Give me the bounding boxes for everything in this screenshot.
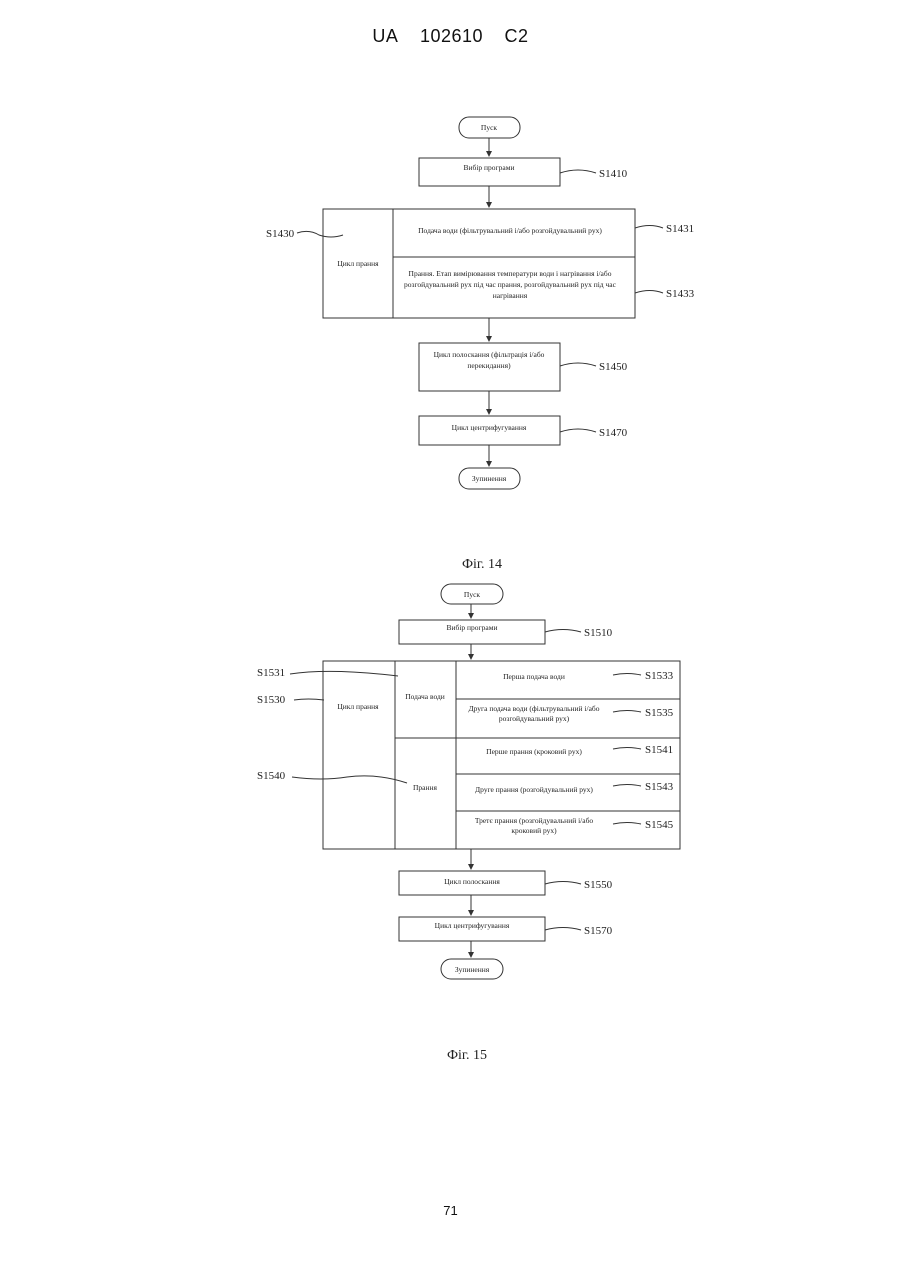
fig14-leader-spin [560, 429, 596, 432]
fig15-second-water-line1: Друга подача води (фільтрувальний і/або [469, 704, 600, 713]
fig14-leader-water [635, 226, 663, 229]
fig15-caption: Фіг. 15 [447, 1048, 487, 1063]
fig14-spin-label: Цикл центрифугування [452, 423, 527, 432]
fig15-second-wash-label: Друге прання (розгойдувальний рух) [475, 785, 593, 794]
fig15-water-group-label: Подача води [405, 692, 445, 701]
fig15-leader-spin [545, 928, 581, 931]
fig15-wash-cycle-label: Цикл прання [337, 702, 379, 711]
fig15-spin-label: Цикл центрифугування [435, 921, 510, 930]
fig15-leader-water-group [290, 671, 398, 676]
fig14-ref-washstep: S1433 [666, 288, 695, 300]
fig14-rinse-line2: перекидання) [467, 361, 511, 370]
fig15-ref-washing-group: S1540 [257, 770, 286, 782]
fig15-leader-washing-group [292, 776, 407, 783]
fig14-wash-line2: розгойдувальний рух під час прання, розг… [404, 280, 617, 289]
fig14-leader-washstep [635, 291, 663, 294]
fig15-ref-second-wash: S1543 [645, 781, 674, 793]
fig15-ref-second-water: S1535 [645, 707, 674, 719]
fig15-leader-rinse [545, 882, 581, 885]
fig15-third-wash-line1: Третє прання (розгойдувальний і/або [475, 816, 594, 825]
fig15-rinse-label: Цикл полоскання [444, 877, 500, 886]
fig15-leader-first-water [613, 674, 641, 676]
fig15-ref-first-wash: S1541 [645, 744, 673, 756]
fig15-leader-third-wash [613, 823, 641, 825]
fig15-first-water-label: Перша подача води [503, 672, 565, 681]
fig15-ref-first-water: S1533 [645, 670, 674, 682]
fig15-first-wash-label: Перше прання (кроковий рух) [486, 747, 582, 756]
fig14-leader-wash [297, 231, 343, 237]
fig15-leader-second-water [613, 711, 641, 713]
fig14-stop-label: Зупинення [472, 474, 507, 483]
fig15-third-wash-line2: кроковий рух) [511, 826, 557, 835]
fig14-rinse-line1: Цикл полоскання (фільтрація і/або [434, 350, 545, 359]
fig15-leader-wash [294, 699, 324, 700]
fig15-ref-spin: S1570 [584, 925, 613, 937]
fig15-washing-group-label: Прання [413, 783, 438, 792]
fig14-ref-select: S1410 [599, 168, 628, 180]
fig15-stop-label: Зупинення [455, 965, 490, 974]
fig14-wash-line1: Прання. Етап вимірювання температури вод… [409, 269, 612, 278]
fig14-wash-line3: нагрівання [493, 291, 528, 300]
fig15-start-label: Пуск [464, 590, 480, 599]
fig14-start-label: Пуск [481, 123, 497, 132]
fig15-ref-water-group: S1531 [257, 667, 285, 679]
fig14-ref-wash: S1430 [266, 228, 295, 240]
page-number: 71 [0, 1203, 901, 1218]
fig14-leader-rinse [560, 363, 596, 366]
fig14-caption: Фіг. 14 [462, 557, 502, 572]
fig15-ref-wash: S1530 [257, 694, 286, 706]
fig14-wash-cycle-label: Цикл прання [337, 259, 379, 268]
fig15-ref-rinse: S1550 [584, 879, 613, 891]
fig15-second-water-line2: розгойдувальний рух) [499, 714, 570, 723]
fig15-select-label: Вибір програми [447, 623, 498, 632]
fig14-water-label: Подача води (фільтрувальний і/або розгой… [418, 226, 602, 235]
fig15-ref-third-wash: S1545 [645, 819, 674, 831]
fig14-leader-select [560, 170, 596, 173]
fig15-leader-first-wash [613, 748, 641, 750]
fig15-ref-select: S1510 [584, 627, 613, 639]
fig14-ref-spin: S1470 [599, 427, 628, 439]
fig15-leader-select [545, 630, 581, 633]
fig14-ref-water: S1431 [666, 223, 694, 235]
fig14-ref-rinse: S1450 [599, 361, 628, 373]
fig15-leader-second-wash [613, 785, 641, 787]
fig14-select-label: Вибір програми [464, 163, 515, 172]
